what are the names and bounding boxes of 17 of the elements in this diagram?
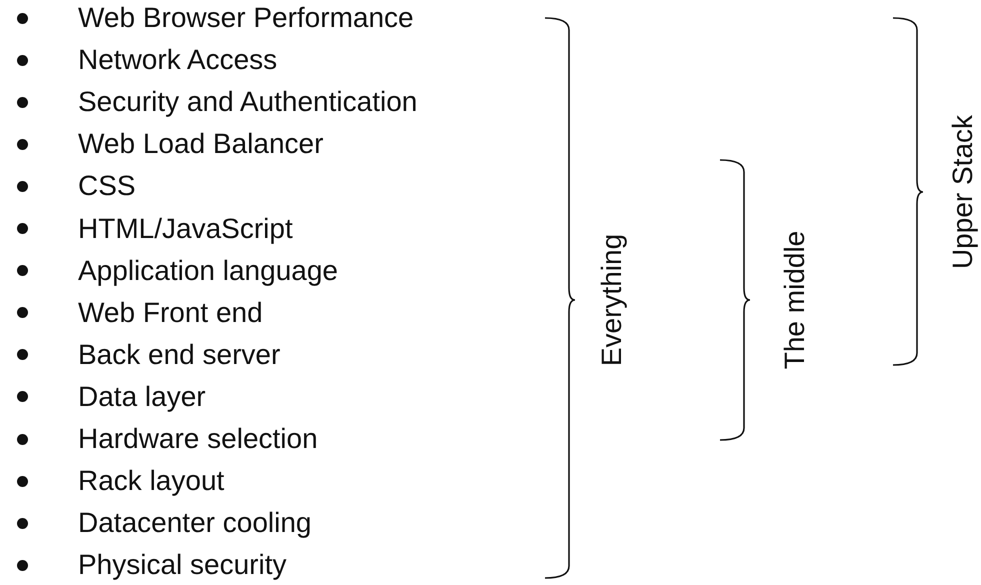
list-item: Physical security [78, 549, 287, 582]
list-item: Web Browser Performance [78, 2, 414, 34]
list-item: Datacenter cooling [78, 507, 312, 540]
list-item: Web Load Balancer [78, 128, 324, 160]
list-item: Data layer [78, 380, 206, 413]
list-item: Application language [78, 254, 338, 287]
list-item: HTML/JavaScript [78, 212, 293, 244]
list-item: Rack layout [78, 465, 224, 498]
list-item: CSS [78, 170, 136, 202]
list-item: Network Access [78, 44, 278, 76]
list-item: Hardware selection [78, 423, 318, 455]
brace-label: Everything [596, 234, 628, 366]
list-item: Security and Authentication [78, 86, 418, 118]
list-item: Back end server [78, 338, 280, 371]
brace-label: The middle [779, 230, 811, 370]
list-item: Web Front end [78, 296, 263, 329]
brace-label: Upper Stack [947, 114, 979, 270]
